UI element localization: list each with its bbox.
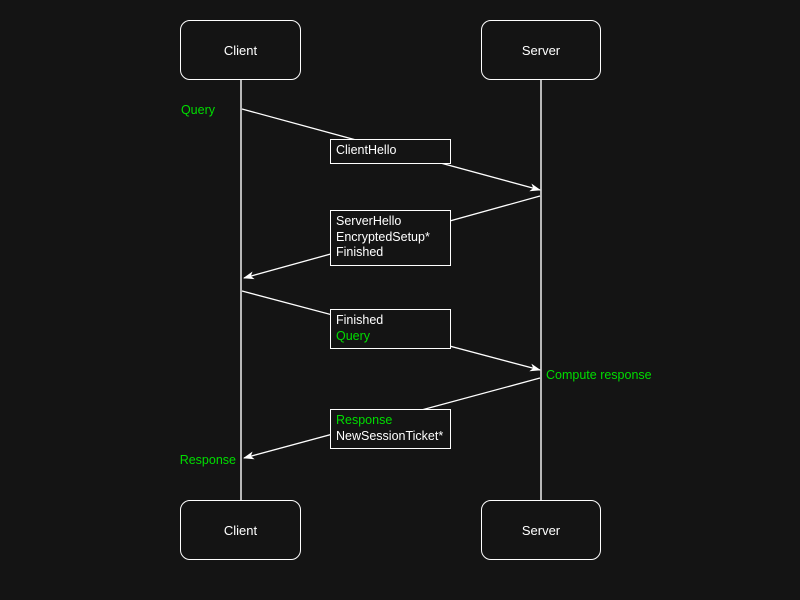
message-box-finished-query[interactable]: Finished Query [330,309,451,349]
message-line: Query [336,328,371,343]
actor-box-client-top[interactable]: Client [180,20,301,80]
annotation-response: Response [120,453,236,467]
message-line: Response [336,413,393,427]
message-box-server-hello[interactable]: ServerHello EncryptedSetup* Finished [330,210,451,266]
message-box-response-ticket[interactable]: Response NewSessionTicket* [330,409,451,449]
annotation-text: Response [179,453,236,467]
annotation-compute-response: Compute response [546,368,652,382]
actor-box-server-bottom[interactable]: Server [481,500,601,560]
annotation-text: Compute response [546,368,652,382]
message-line: NewSessionTicket* [336,428,444,443]
actor-label-server-bottom: Server [521,522,561,538]
annotation-text: Query [180,103,215,117]
actor-box-server-top[interactable]: Server [481,20,601,80]
message-line: Finished [336,313,384,327]
actor-label-server-top: Server [521,42,561,58]
message-line: EncryptedSetup* [336,229,430,244]
message-line: ServerHello [336,214,402,228]
actor-box-client-bottom[interactable]: Client [180,500,301,560]
annotation-query: Query [120,103,215,117]
actor-label-client-top: Client [223,42,258,58]
message-line: ClientHello [336,143,397,157]
actor-label-client-bottom: Client [223,522,258,538]
message-line: Finished [336,245,384,259]
message-box-client-hello[interactable]: ClientHello [330,139,451,164]
